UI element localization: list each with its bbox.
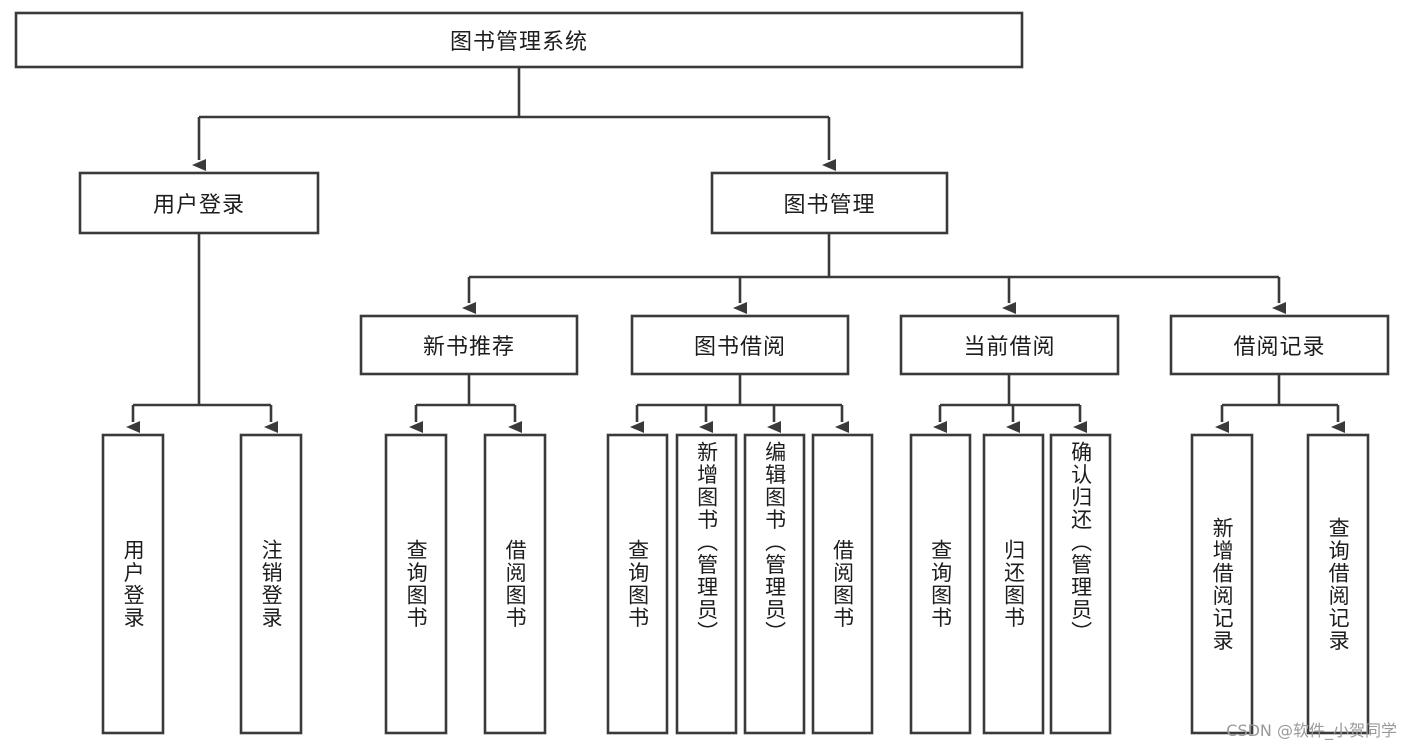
node-box-leaf-query-book-1[interactable]	[384, 433, 448, 735]
node-box-book-borrow[interactable]	[630, 314, 850, 376]
node-box-leaf-query-book-3[interactable]	[909, 433, 972, 735]
connector-group-book-borrow	[630, 374, 849, 433]
node-box-leaf-add-borrow-record[interactable]	[1190, 433, 1254, 735]
node-box-leaf-add-book-admin[interactable]	[675, 433, 738, 735]
node-box-new-book-recommend[interactable]	[359, 314, 579, 376]
node-box-leaf-edit-book-admin[interactable]	[743, 433, 806, 735]
node-box-user-login[interactable]	[78, 171, 320, 235]
node-box-current-borrow[interactable]	[899, 314, 1120, 376]
connector-group-current-borrow	[933, 374, 1087, 433]
watermark-text: CSDN @软件_小贺同学	[1226, 721, 1397, 740]
node-box-book-manage[interactable]	[710, 171, 949, 235]
node-box-leaf-confirm-return-admin[interactable]	[1049, 433, 1112, 735]
node-box-root[interactable]	[14, 11, 1024, 69]
connector-group-book-manage	[462, 233, 1286, 314]
node-box-leaf-return-book[interactable]	[982, 433, 1045, 735]
node-box-leaf-logout-login[interactable]	[239, 433, 303, 735]
connector-group-root	[192, 67, 836, 171]
node-box-leaf-query-borrow-record[interactable]	[1306, 433, 1370, 735]
connector-group-user-login	[126, 233, 278, 433]
node-box-leaf-query-book-2[interactable]	[606, 433, 669, 735]
node-box-borrow-record[interactable]	[1169, 314, 1390, 376]
node-box-leaf-borrow-book-1[interactable]	[483, 433, 547, 735]
connector-group-new-book-recommend	[409, 374, 522, 433]
node-box-leaf-user-login[interactable]	[101, 433, 165, 735]
connector-group-borrow-record	[1215, 374, 1345, 433]
node-box-leaf-borrow-book-2[interactable]	[811, 433, 874, 735]
